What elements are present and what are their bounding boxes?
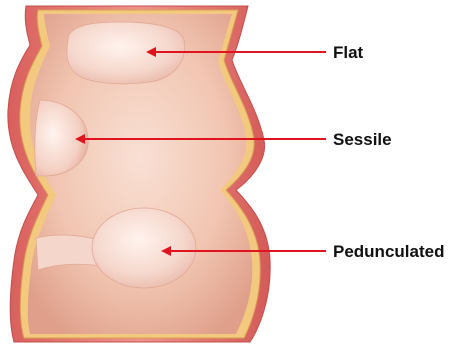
sessile-label: Sessile	[333, 130, 392, 149]
flat-label: Flat	[333, 43, 364, 62]
pedunculated-label: Pedunculated	[333, 242, 444, 261]
pedunculated-polyp-head	[92, 208, 196, 288]
